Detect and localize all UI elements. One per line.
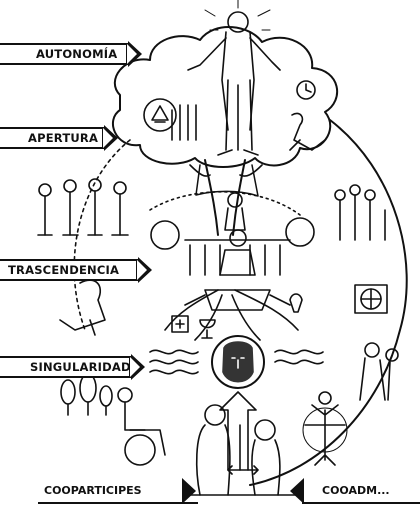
arrow-up-icon bbox=[219, 391, 257, 471]
label-trascendencia: TRASCENDENCIA bbox=[0, 257, 152, 283]
arrow-right-icon bbox=[182, 478, 196, 504]
group-figures-left bbox=[171, 104, 197, 141]
reading-person bbox=[289, 112, 326, 151]
person-icon bbox=[187, 0, 281, 156]
label-trascendencia-text: TRASCENDENCIA bbox=[8, 263, 120, 277]
globe-icon bbox=[354, 284, 388, 314]
label-autonomia-text: AUTONOMÍA bbox=[36, 47, 118, 61]
two-persons bbox=[195, 404, 281, 496]
sitting-person bbox=[59, 279, 106, 336]
label-cooadm-bar bbox=[302, 480, 420, 504]
label-singularidad: SINGULARIDAD bbox=[0, 354, 145, 380]
arrow-left-icon bbox=[290, 478, 304, 504]
label-cooparticipes: COOPARTICIPES bbox=[44, 484, 142, 497]
life-circle-ring bbox=[249, 119, 408, 486]
tree-icon bbox=[111, 26, 339, 341]
trees-row bbox=[60, 373, 113, 416]
life-circle-ring-left bbox=[73, 139, 131, 331]
label-apertura-text: APERTURA bbox=[28, 131, 99, 145]
label-autonomia: AUTONOMÍA bbox=[0, 41, 142, 67]
wheelchair-person bbox=[117, 387, 166, 466]
label-cooparticipes-bar bbox=[38, 480, 198, 504]
inner-dotted-ring bbox=[149, 191, 301, 216]
family-icon bbox=[359, 342, 399, 401]
jesus-face-icon bbox=[211, 335, 265, 389]
right-people-group bbox=[339, 194, 386, 241]
children-group bbox=[37, 178, 129, 236]
gathering-scene bbox=[150, 192, 315, 333]
label-cooadm: COOADM... bbox=[322, 484, 390, 497]
vitruvian-figure bbox=[304, 404, 346, 466]
label-apertura: APERTURA bbox=[0, 125, 118, 151]
chalice bbox=[199, 319, 216, 339]
clock-icon bbox=[296, 80, 316, 100]
water-waves bbox=[149, 349, 324, 375]
church-icon bbox=[143, 98, 177, 132]
label-singularidad-text: SINGULARIDAD bbox=[30, 360, 131, 374]
